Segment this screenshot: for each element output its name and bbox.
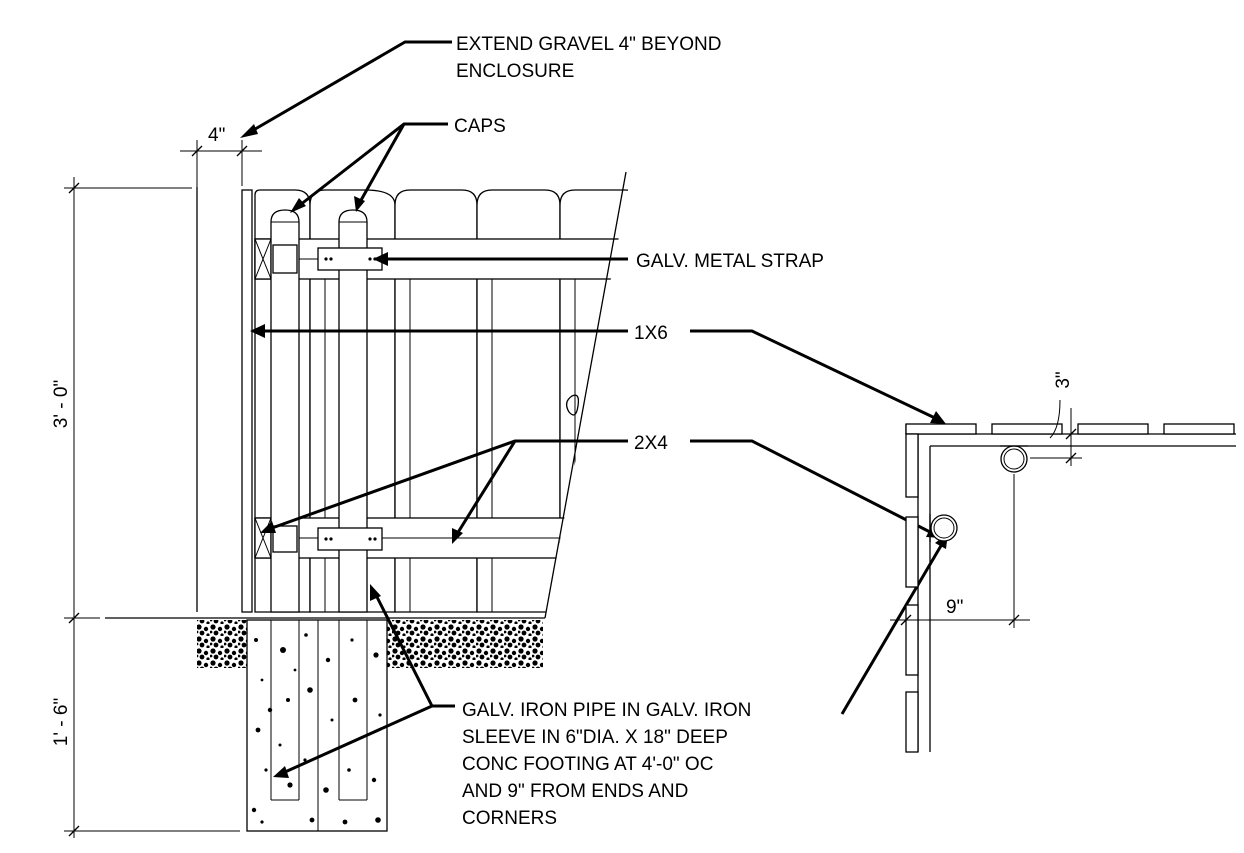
note-pipe-line3: CONC FOOTING AT 4'-0" OC [462,754,713,775]
break-line [544,171,627,619]
dim-fence-height: 3' - 0" [51,380,72,428]
plan-board [1077,423,1149,435]
metal-strap-top [317,247,383,271]
gravel-left [197,620,247,668]
leaders [240,40,948,778]
plan-board [905,691,919,753]
note-gravel-line2: ENCLOSURE [456,61,574,82]
note-metal-strap: GALV. METAL STRAP [636,251,824,272]
plan-board [905,423,977,435]
post-right [338,209,368,613]
blocking-bottom [254,517,272,559]
dimension-height [64,177,240,838]
plan-board [1163,423,1235,435]
post-left [270,209,300,613]
plan-board [991,423,1063,435]
note-pipe-line2: SLEEVE IN 6"DIA. X 18" DEEP [462,727,728,748]
concrete-footing [246,619,388,832]
dim-plan-post-offset: 9" [946,597,963,618]
dim-plan-board-gap: 3" [1053,371,1074,388]
plan-board [905,516,919,588]
corner-plan-view: 9" 3" [890,371,1236,753]
dim-footing-depth: 1' - 6" [51,698,72,746]
dim-gravel-4in: 4" [208,125,225,146]
note-2x4: 2X4 [634,433,668,454]
note-caps: CAPS [454,116,506,137]
blocking-top [254,238,272,280]
note-pipe-line5: CORNERS [462,808,557,829]
note-pipe-line1: GALV. IRON PIPE IN GALV. IRON [462,700,751,721]
note-1x6: 1X6 [634,323,668,344]
metal-strap-bottom [317,527,383,551]
plan-board [905,433,919,498]
note-pipe-line4: AND 9" FROM ENDS AND [462,781,688,802]
plan-post-top [1000,445,1028,473]
note-gravel-line1: EXTEND GRAVEL 4" BEYOND [456,34,721,55]
fence-boards [254,189,630,613]
break-symbol [565,394,580,416]
end-board-1x6 [241,189,253,613]
plan-board [905,604,919,676]
plan-post-side [929,514,958,542]
fence-elevation: EXTEND GRAVEL 4" BEYOND ENCLOSURE CAPS G… [51,34,948,838]
dimension-gravel-4in [180,140,262,190]
